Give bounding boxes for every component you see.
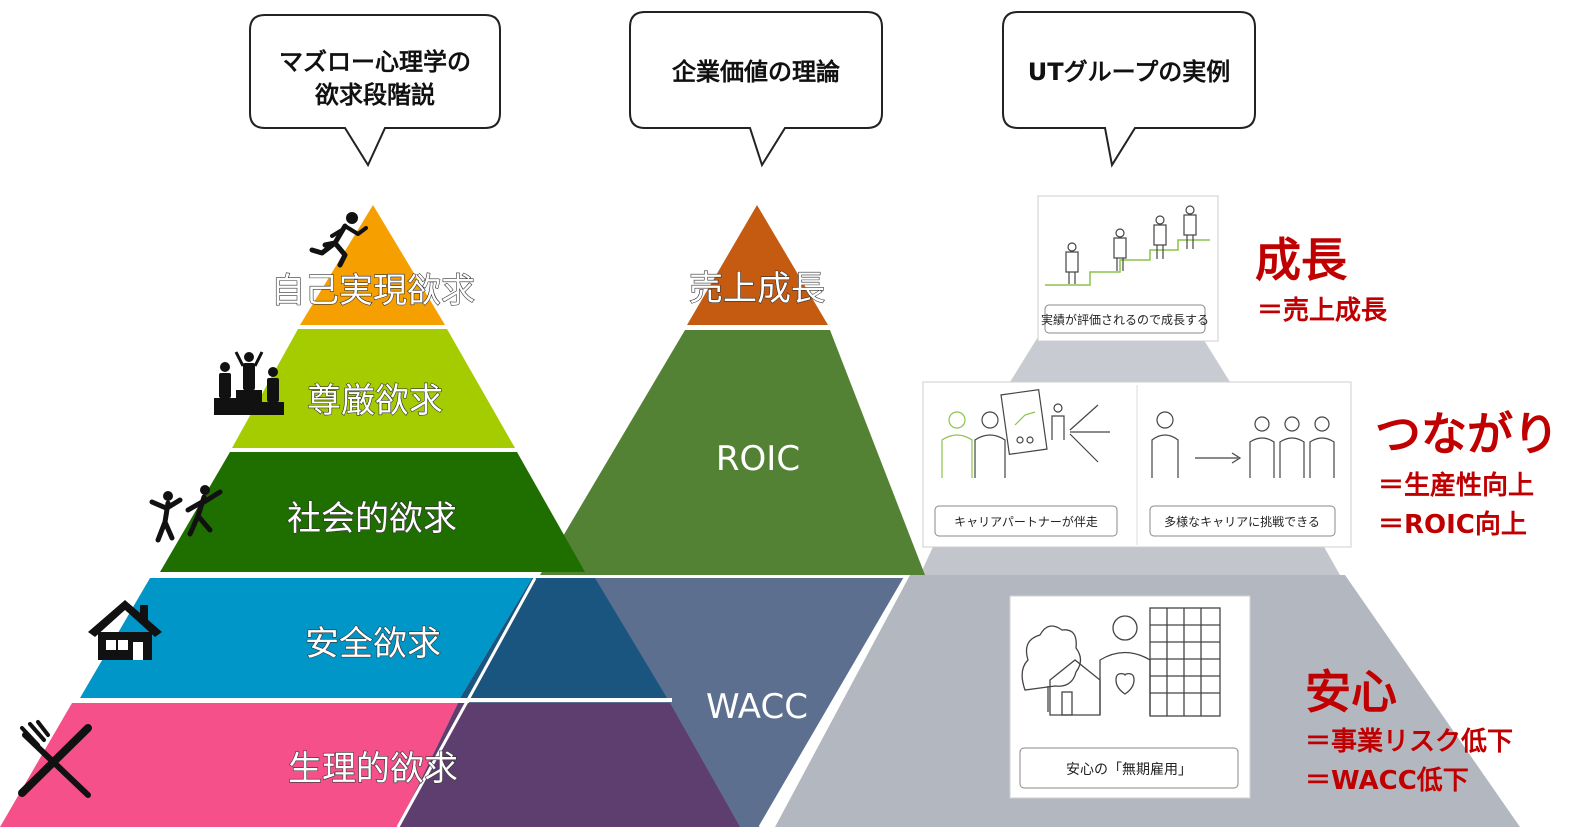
podium-icon [214,351,284,415]
label-growth-sub: ＝売上成長 [1257,296,1388,326]
security-illustration [1021,607,1221,717]
theory-sales-growth-tier [687,205,828,325]
partner-illustration [941,388,1110,478]
card-security: 安心の「無期雇用」 [1009,595,1251,799]
worker-figures [1065,205,1197,284]
maslow-physiological-left-fill [0,703,72,827]
label-security: 安心 [1305,665,1397,719]
theory-roic-tier [540,330,925,575]
label-esteem: 尊厳欲求 [307,381,443,421]
label-security-sub1: ＝事業リスク低下 [1305,727,1513,757]
separator-line [396,577,537,827]
overlap-physiological-wacc [398,703,740,827]
people-icon [149,485,223,543]
label-sales-growth: 売上成長 [689,269,825,309]
maslow-esteem-tier [232,329,515,448]
separator-line [758,577,907,827]
label-growth: 成長 [1255,233,1348,287]
bubble-maslow: マズロー心理学の 欲求段階説 [249,14,501,168]
stair-line [1045,239,1210,286]
bubble-maslow-line1: マズロー心理学の [279,48,471,76]
label-social: 社会的欲求 [287,499,457,539]
label-connection-sub1: ＝生産性向上 [1378,470,1534,501]
label-physiological: 生理的欲求 [288,749,458,789]
fork-knife-icon [18,720,92,798]
maslow-self-actualization-tier [300,205,445,325]
bubble-theory-text: 企業価値の理論 [672,58,841,86]
running-person-icon [309,212,368,268]
label-connection-sub2: ＝ROIC向上 [1378,509,1527,540]
card-partner-caption: キャリアパートナーが伴走 [954,514,1098,529]
card-connection: キャリアパートナーが伴走 多様なキャリアに挑戦できる [922,381,1352,548]
career-illustration [1151,411,1335,478]
label-security-sub2: ＝WACC低下 [1305,766,1469,796]
maslow-social-tier [160,452,585,572]
label-roic: ROIC [716,439,800,479]
card-growth: 実績が評価されるので成長する [1037,195,1219,342]
card-career-caption: 多様なキャリアに挑戦できる [1164,515,1320,529]
card-growth-caption: 実績が評価されるので成長する [1041,312,1209,327]
bubble-maslow-line2: 欲求段階説 [314,81,435,109]
maslow-safety-tier [80,578,532,698]
maslow-physiological-tier [0,703,458,827]
bubble-theory: 企業価値の理論 [629,11,883,168]
house-icon [88,600,162,660]
bubble-ut: UTグループの実例 [1002,11,1256,168]
label-connection: つながり [1375,407,1559,461]
bubble-ut-text: UTグループの実例 [1028,58,1230,86]
label-wacc: WACC [706,687,808,727]
label-self-actualization: 自己実現欲求 [271,271,475,311]
overlap-safety-wacc [460,578,667,698]
label-safety: 安全欲求 [305,624,441,664]
card-security-caption: 安心の「無期雇用」 [1066,761,1192,778]
